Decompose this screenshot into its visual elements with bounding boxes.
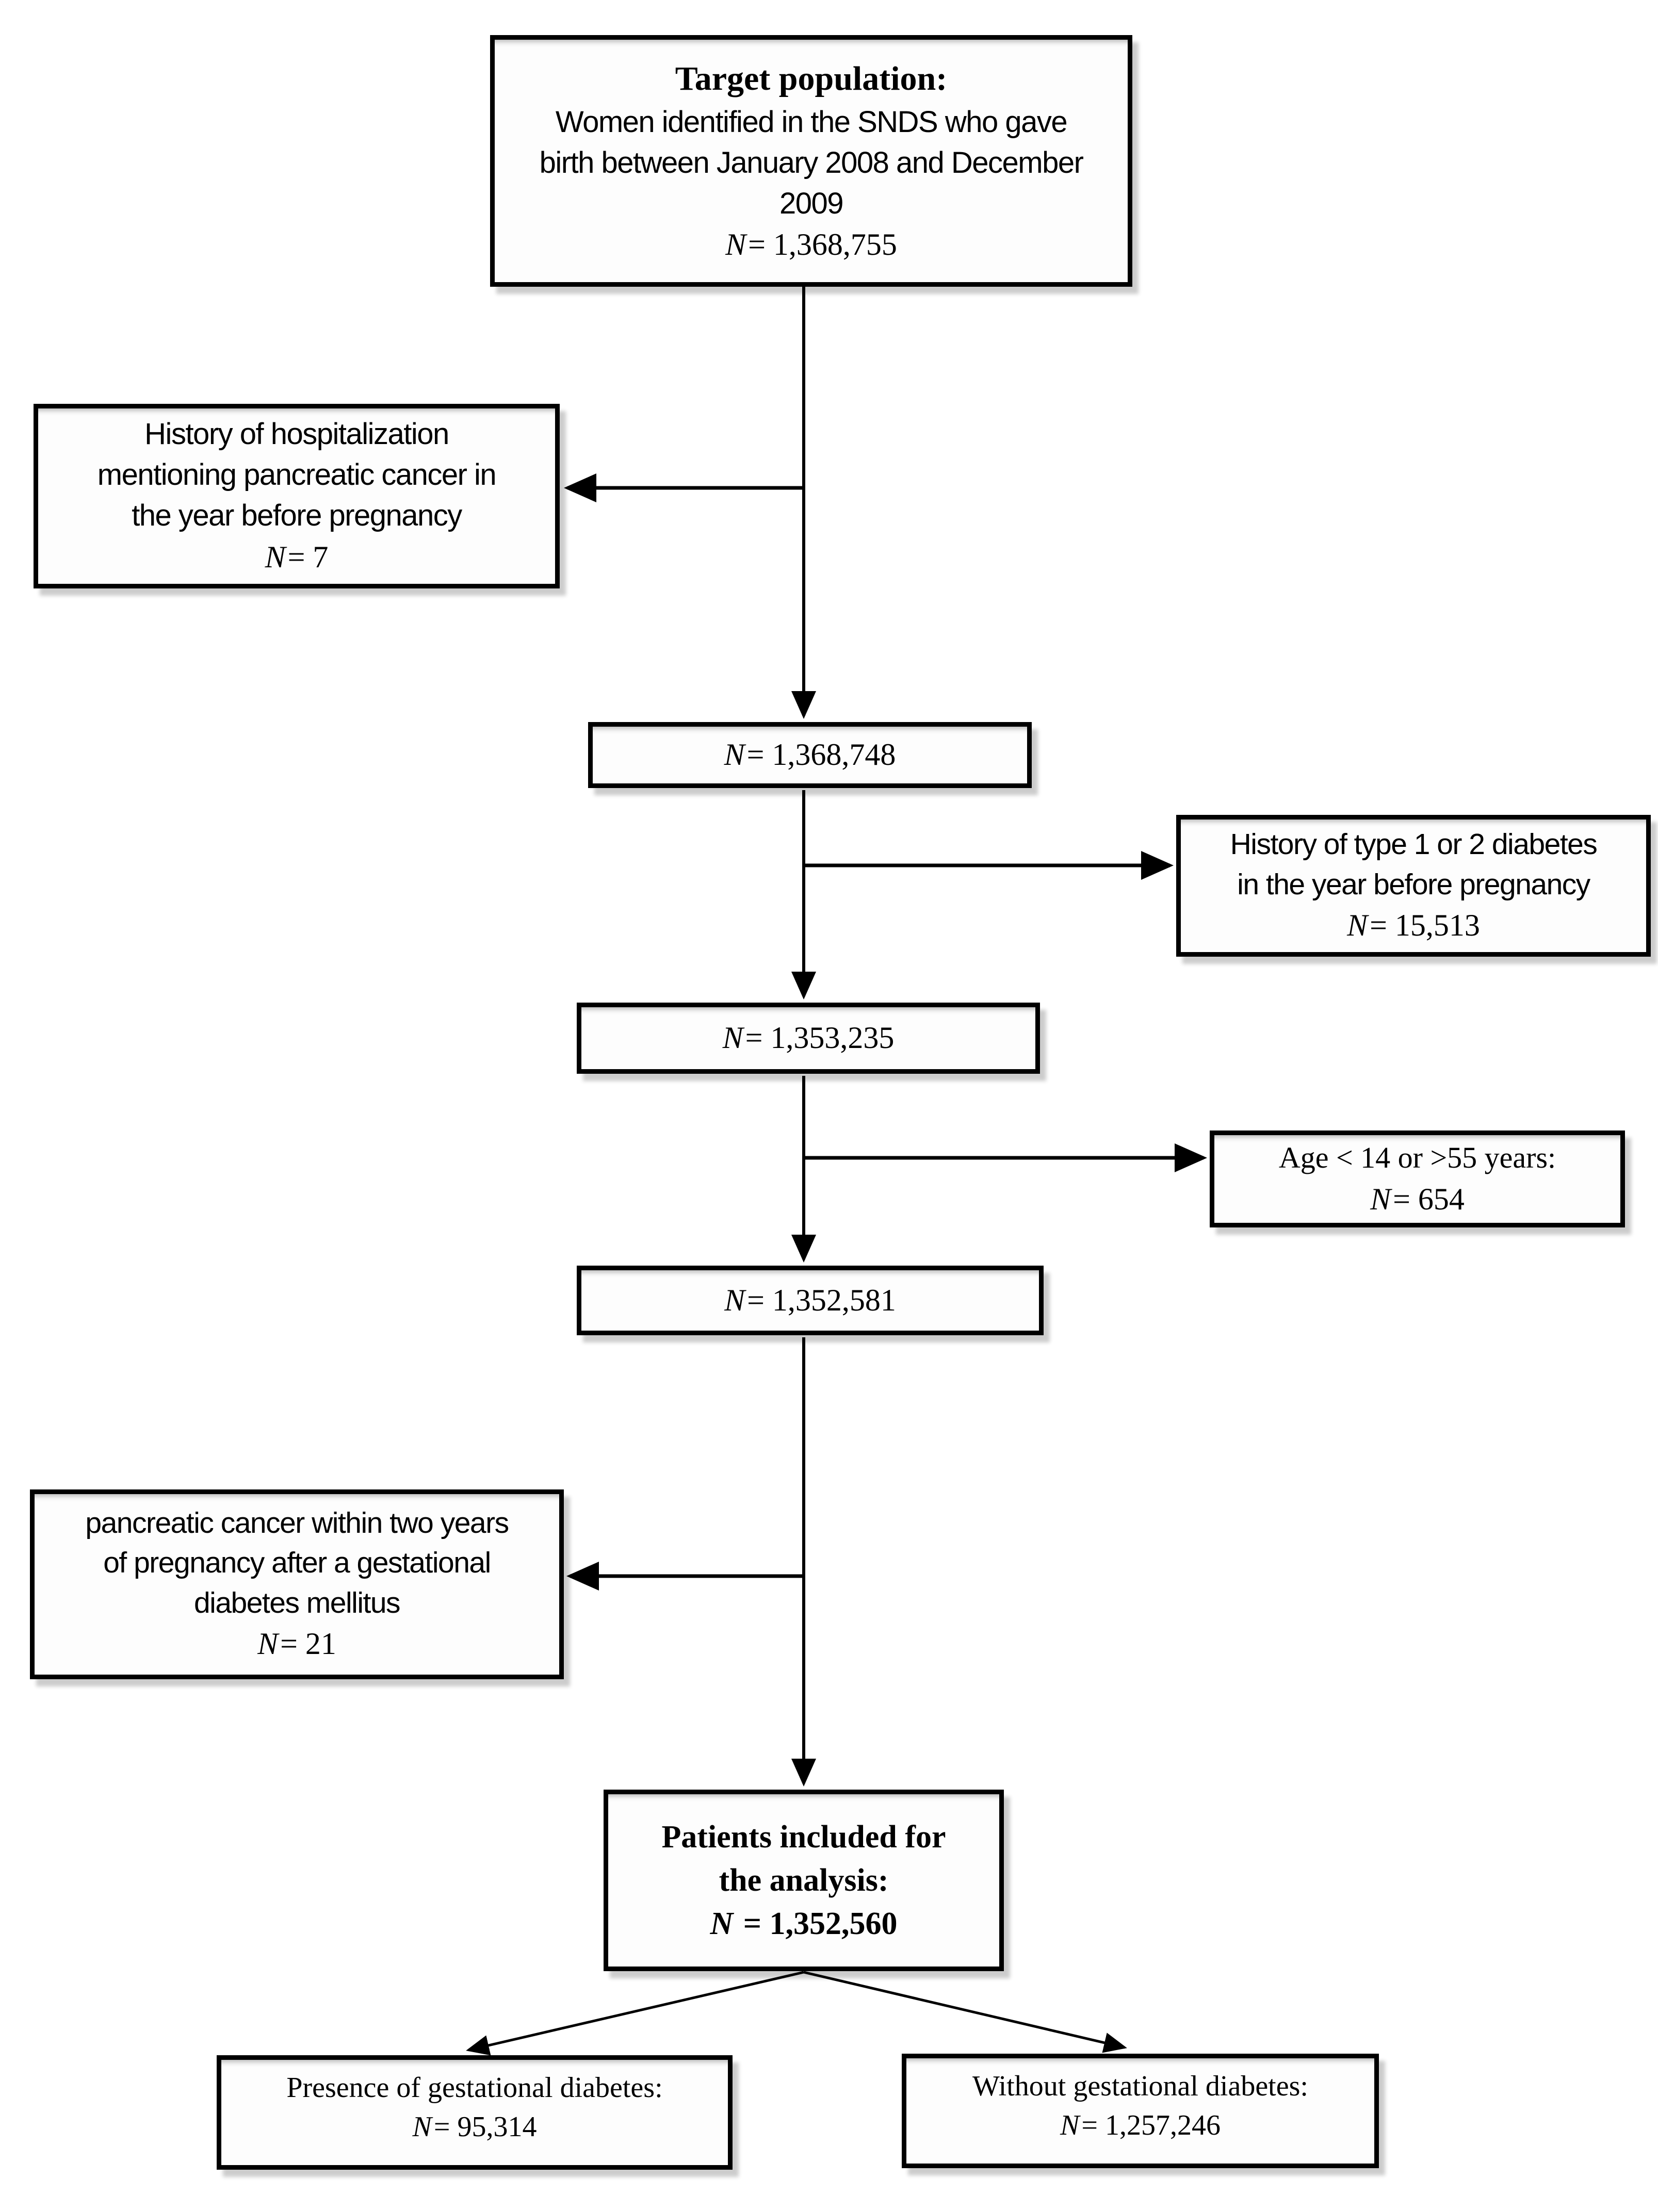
n-count: N= 7 (265, 536, 329, 579)
box-text-line: 2009 (779, 186, 844, 220)
box-text-line: diabetes mellitus (193, 1586, 401, 1619)
box-text-line: birth between January 2008 and December (539, 145, 1084, 179)
n-symbol: N (412, 2111, 432, 2143)
box-exclusion-type-1-2-diabetes: History of type 1 or 2 diabetes in the y… (1176, 815, 1651, 957)
n-number: = 1,353,235 (745, 1021, 895, 1055)
n-symbol: N (1060, 2109, 1080, 2142)
n-number: = 1,368,748 (746, 738, 896, 772)
n-symbol: N (265, 539, 286, 574)
box-text-line: in the year before pregnancy (1237, 867, 1590, 901)
box-text-line: History of type 1 or 2 diabetes (1230, 828, 1598, 861)
box-title: Target population: (675, 60, 948, 98)
n-count: N= 1,352,581 (724, 1280, 896, 1322)
n-symbol: N (724, 1283, 745, 1317)
n-symbol: N (1370, 1182, 1391, 1216)
box-text-line: the year before pregnancy (132, 498, 462, 532)
n-count: N= 1,368,748 (724, 734, 896, 776)
n-symbol: N (257, 1627, 279, 1661)
n-symbol: N (722, 1021, 743, 1055)
box-text-line: Presence of gestational diabetes: (286, 2072, 663, 2104)
arrow-included-to-gdm (466, 1971, 804, 2056)
box-exclusion-pancreatic-cancer-after-gdm: pancreatic cancer within two years of pr… (30, 1489, 564, 1679)
n-number: = 654 (1393, 1182, 1465, 1216)
n-number: = 21 (280, 1627, 336, 1661)
box-text-line: History of hospitalization (144, 417, 449, 451)
box-with-gestational-diabetes: Presence of gestational diabetes: N= 95,… (217, 2055, 733, 2170)
n-count: N= 654 (1370, 1178, 1465, 1221)
n-number: = 1,352,560 (735, 1906, 898, 1942)
n-symbol: N (725, 227, 746, 262)
n-number: = 1,257,246 (1081, 2109, 1221, 2142)
box-text-line: Without gestational diabetes: (972, 2070, 1308, 2102)
n-count: N= 95,314 (413, 2107, 537, 2147)
box-text-line: Women identified in the SNDS who gave (555, 105, 1068, 139)
n-number: = 1,368,755 (748, 227, 897, 262)
arrow-included-to-nogdm (803, 1971, 1127, 2053)
box-text-line: of pregnancy after a gestational (103, 1546, 491, 1580)
n-count: N= 1,368,755 (725, 224, 897, 266)
n-symbol: N (1347, 908, 1368, 943)
box-patients-included: Patients included for the analysis: N = … (604, 1790, 1004, 1971)
box-exclusion-age: Age < 14 or >55 years: N= 654 (1210, 1130, 1625, 1227)
n-count: N= 1,257,246 (1060, 2106, 1221, 2145)
box-target-population: Target population: Women identified in t… (490, 35, 1132, 287)
box-n-after-diabetes-exclusion: N= 1,353,235 (577, 1003, 1040, 1074)
n-number: = 7 (287, 539, 329, 574)
n-number: = 1,352,581 (747, 1283, 896, 1317)
n-count: N= 21 (257, 1623, 336, 1665)
box-n-after-hospitalization-exclusion: N= 1,368,748 (588, 722, 1032, 788)
box-exclusion-hospitalization-pancreatic-cancer: History of hospitalization mentioning pa… (34, 404, 560, 588)
box-text-line: pancreatic cancer within two years (85, 1506, 509, 1539)
n-number: = 15,513 (1370, 908, 1480, 943)
box-text-line: mentioning pancreatic cancer in (97, 457, 497, 491)
n-count: N= 1,353,235 (723, 1017, 895, 1059)
n-number: = 95,314 (433, 2111, 537, 2143)
n-symbol: N (710, 1906, 734, 1942)
n-count: N= 15,513 (1347, 905, 1480, 947)
box-without-gestational-diabetes: Without gestational diabetes: N= 1,257,2… (902, 2054, 1379, 2168)
arrow-n2-to-n3 (804, 1076, 1261, 1259)
box-text-line: Age < 14 or >55 years: (1278, 1140, 1556, 1174)
n-symbol: N (724, 738, 745, 772)
box-title: the analysis: (719, 1862, 889, 1898)
box-title: Patients included for (661, 1819, 946, 1855)
box-n-after-age-exclusion: N= 1,352,581 (577, 1266, 1044, 1335)
n-count: N = 1,352,560 (710, 1902, 897, 1945)
